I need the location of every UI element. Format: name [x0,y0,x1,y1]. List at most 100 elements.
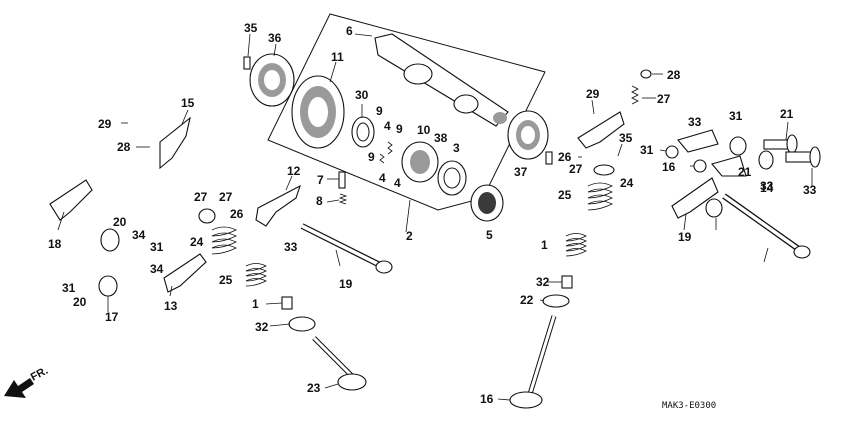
callout-30: 30 [355,88,369,102]
rocker-arm-15 [159,116,191,170]
valve-spring-25-left [245,263,267,287]
callout-31: 31 [729,109,743,123]
valve-spring-24-left [211,226,237,255]
valve-seal-1-right [561,275,573,289]
callout-38: 38 [434,131,448,145]
shaft-20-left-upper [100,228,120,252]
callout-33: 33 [688,115,702,129]
callout-18: 18 [48,237,62,251]
bearing-36 [249,53,295,107]
pin-35 [243,56,251,70]
callout-33: 33 [803,183,817,197]
callout-26: 26 [230,207,244,221]
callout-34: 34 [132,228,146,242]
push-rod-19-right [722,193,811,259]
callout-15: 15 [181,96,195,110]
callout-31: 31 [640,143,654,157]
callout-21: 21 [780,107,794,121]
callout-35: 35 [244,21,258,35]
callout-25: 25 [219,273,233,287]
callout-8: 8 [316,194,323,208]
callout-20: 20 [113,215,127,229]
callout-12: 12 [287,164,301,178]
valve-seal-1-left [281,296,293,310]
callout-20: 20 [73,295,87,309]
rocker-arm-16-upper [677,129,719,153]
rocker-arm-13 [577,111,625,149]
callout-24: 24 [190,235,204,249]
callout-21: 21 [738,165,752,179]
valve-spring-25-right [565,233,587,257]
valve-23 [312,336,367,391]
nut-29-right [640,69,652,79]
callout-4: 4 [379,171,386,185]
rocker-arm-12 [255,184,301,227]
callout-5: 5 [486,228,493,242]
callout-23: 23 [307,381,321,395]
callout-27: 27 [657,92,671,106]
spring-9 [387,141,393,155]
callout-31: 31 [62,281,76,295]
callout-2: 2 [406,229,413,243]
bearing-37 [507,110,549,160]
callout-1: 1 [252,297,259,311]
sprocket-11 [291,75,345,149]
callout-6: 6 [346,24,353,38]
callout-16: 16 [480,392,494,406]
callout-4: 4 [394,176,401,190]
callout-28: 28 [667,68,681,82]
rocker-arm-16-lower [711,155,747,177]
retainer-26-right [593,164,615,176]
callout-9: 9 [368,150,375,164]
callout-29: 29 [586,87,600,101]
callout-13: 13 [164,299,178,313]
callout-33: 33 [760,179,774,193]
callout-26: 26 [558,150,572,164]
washer-31-lower [693,159,707,173]
drawing-code: MAK3-E0300 [662,401,716,411]
callout-9: 9 [376,104,383,118]
callout-28: 28 [117,140,131,154]
callout-27: 27 [569,162,583,176]
callout-35: 35 [619,131,633,145]
camshaft [374,33,509,127]
callout-3: 3 [453,141,460,155]
washer-32-right [542,294,570,308]
retainer-26-left [198,208,216,224]
washer-33-upper [729,136,747,156]
callout-17: 17 [105,310,119,324]
spring-8 [338,193,348,205]
shaft-21-lower [785,146,821,168]
rocker-arm-14 [671,177,719,219]
callout-22: 22 [520,293,534,307]
callout-24: 24 [620,176,634,190]
seal-5 [470,184,504,222]
callout-16: 16 [662,160,676,174]
callout-19: 19 [678,230,692,244]
callout-36: 36 [268,31,282,45]
callout-37: 37 [514,165,528,179]
shaft-20-left-lower [98,275,118,297]
pin-7 [338,171,346,189]
callout-7: 7 [317,173,324,187]
spring-28-right [631,85,639,105]
callout-4: 4 [384,119,391,133]
leader-lines [57,33,813,401]
callout-29: 29 [98,117,112,131]
washer-32-left [288,316,316,332]
push-rod-19-left [300,223,393,274]
callout-32: 32 [536,275,550,289]
callout-10: 10 [417,123,431,137]
washer-31-upper [665,145,679,159]
callout-14: 14 [760,181,774,195]
spring-9b [379,153,385,164]
callout-27: 27 [219,190,233,204]
pin-35-right [545,151,553,165]
front-direction-label: FR. [29,365,50,384]
callout-31: 31 [150,240,164,254]
front-direction-arrow [4,378,34,398]
callout-33: 33 [284,240,298,254]
washer-33-mid [758,150,774,170]
